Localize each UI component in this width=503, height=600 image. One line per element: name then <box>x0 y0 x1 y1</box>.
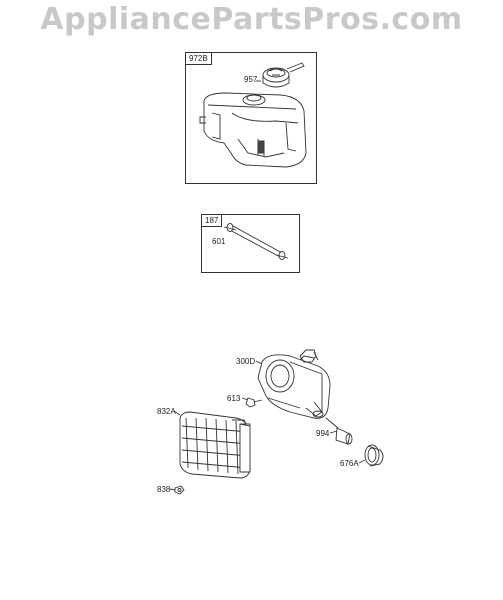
panel-tag-972b: 972B <box>186 53 212 65</box>
part-label-300d[interactable]: 300D <box>236 357 256 366</box>
part-label-601[interactable]: 601 <box>212 237 226 246</box>
fuel-line-panel: 187 601 <box>201 214 300 273</box>
panel-tag-187: 187 <box>202 215 223 227</box>
fuel-cap-drawing[interactable] <box>186 53 316 183</box>
part-label-994[interactable]: 994 <box>316 429 330 438</box>
fuel-tank-panel: 972B 957 <box>185 52 317 184</box>
fuel-tank-drawing <box>199 92 307 168</box>
part-label-613[interactable]: 613 <box>227 394 241 403</box>
part-label-832a[interactable]: 832A <box>157 407 176 416</box>
site-watermark: AppliancePartsPros.com <box>40 2 463 37</box>
part-label-838[interactable]: 838 <box>157 485 171 494</box>
part-label-676a[interactable]: 676A <box>340 459 359 468</box>
fuel-line-drawing[interactable] <box>202 215 299 272</box>
part-label-957[interactable]: 957 <box>244 75 258 84</box>
